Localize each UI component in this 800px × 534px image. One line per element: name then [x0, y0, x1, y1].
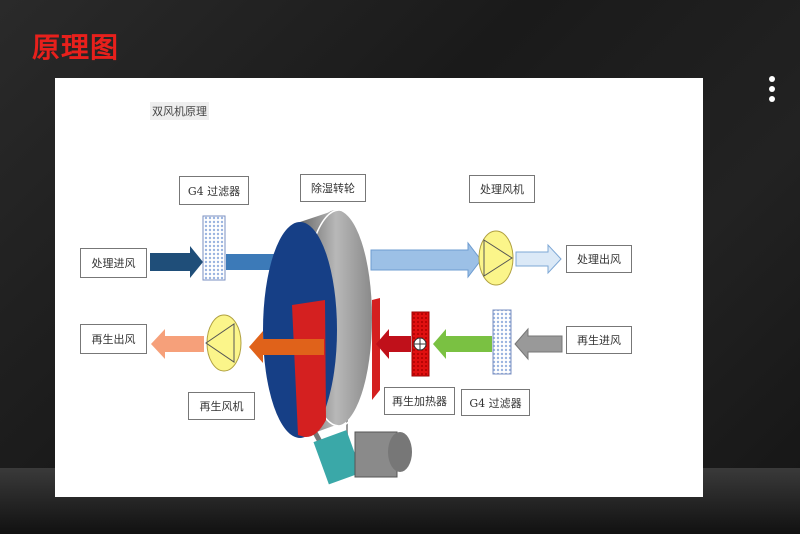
diagram-image: 双风机原理 处理进风 G4 过滤器 除湿转轮 处理风机 处理出风 再生出风 再生… — [55, 78, 703, 497]
process-out-arrow — [370, 241, 482, 279]
regen-exhaust-arrow — [249, 331, 324, 363]
label-rotor: 除湿转轮 — [300, 174, 366, 202]
rotor-regen-sector — [292, 300, 326, 438]
page-title: 原理图 — [32, 31, 120, 64]
process-inlet-arrow — [150, 246, 203, 278]
more-vertical-icon[interactable] — [768, 76, 776, 108]
regen-green-arrow — [433, 329, 492, 359]
filter-bottom — [492, 309, 512, 375]
label-process-inlet: 处理进风 — [80, 248, 147, 278]
motor-base — [313, 430, 362, 485]
process-outlet-arrow — [515, 243, 562, 275]
regen-fan — [206, 314, 242, 372]
label-process-outlet: 处理出风 — [566, 245, 632, 273]
regen-inlet-arrow — [514, 327, 563, 361]
label-regen-outlet: 再生出风 — [80, 324, 147, 354]
label-filter-bottom: G4 过滤器 — [461, 389, 530, 416]
filter-top — [202, 215, 226, 281]
label-process-fan: 处理风机 — [469, 175, 535, 203]
label-filter-top: G4 过滤器 — [179, 176, 249, 205]
label-regen-inlet: 再生进风 — [566, 326, 632, 354]
process-fan — [478, 230, 514, 286]
regen-outlet-arrow — [151, 329, 204, 359]
label-regen-fan: 再生风机 — [188, 392, 255, 420]
diagram-subtitle: 双风机原理 — [150, 102, 209, 120]
heater-to-rotor-arrow — [376, 329, 411, 359]
label-regen-heater: 再生加热器 — [384, 387, 455, 415]
dehumidifier-diagram — [150, 209, 563, 485]
